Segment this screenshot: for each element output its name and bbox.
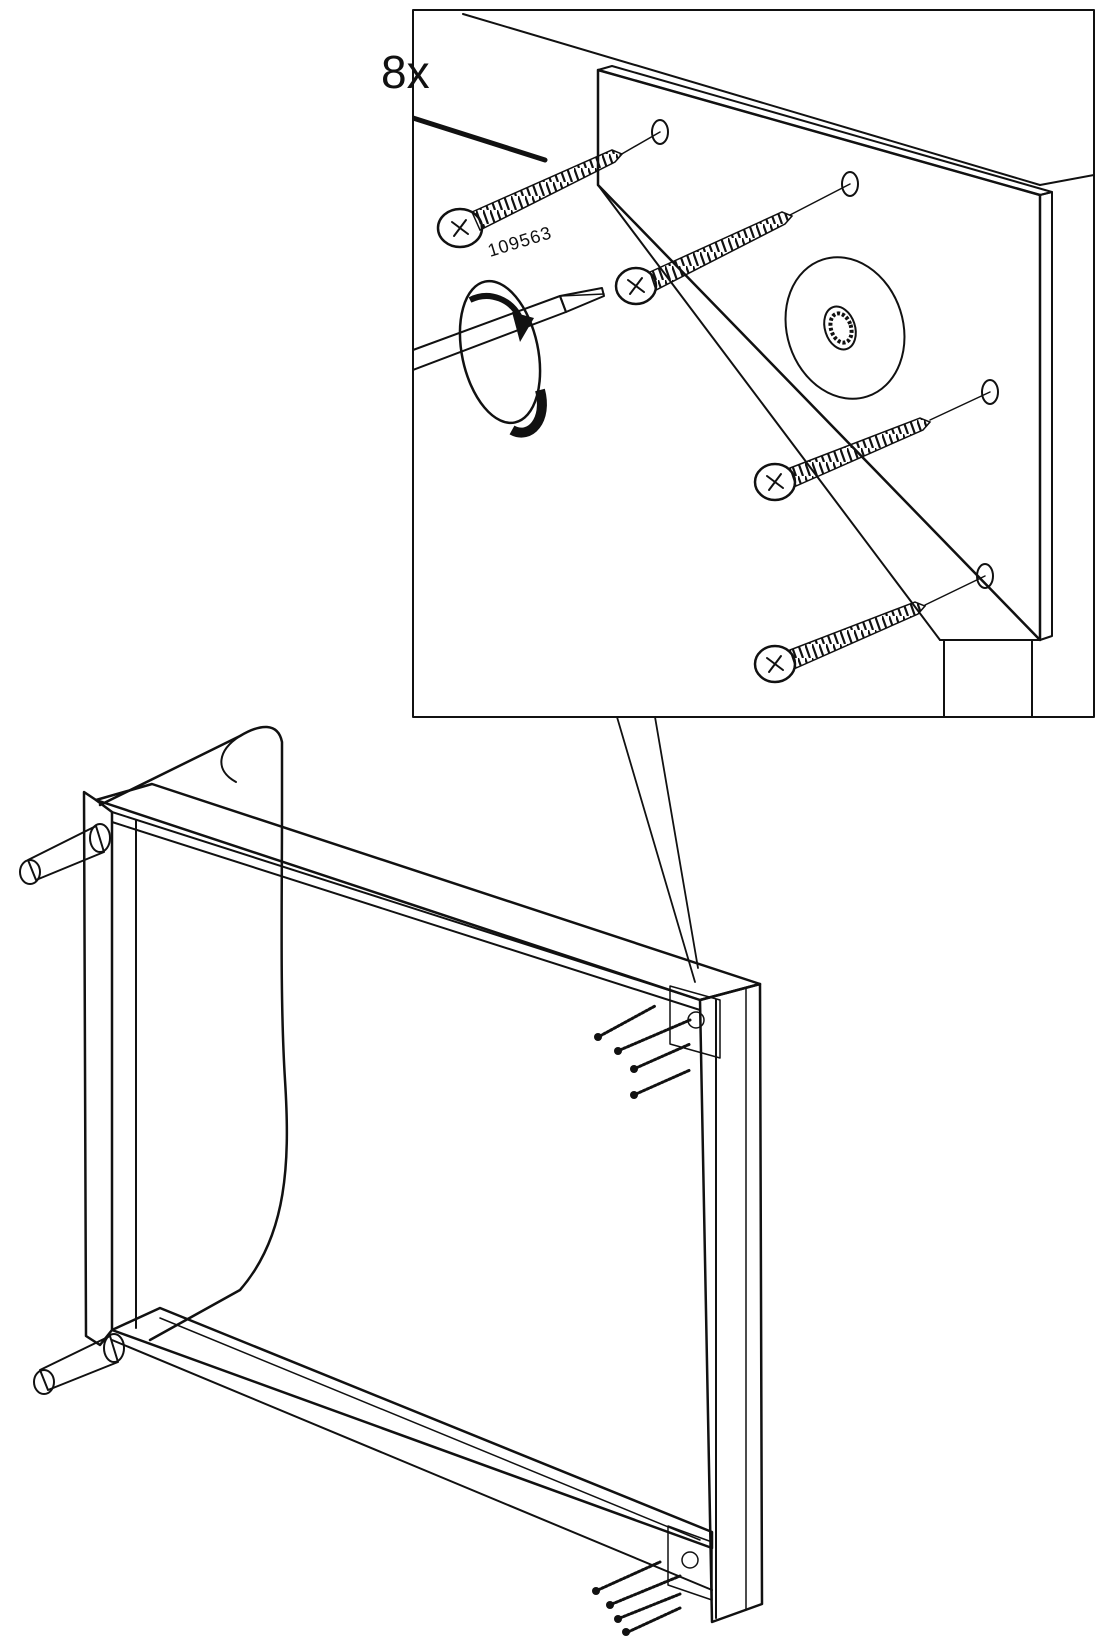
callout-pointer (616, 716, 699, 983)
dowel-leg-bottom (33, 1333, 125, 1395)
screw-holes (651, 119, 999, 589)
dowel-leg-top (19, 823, 111, 885)
screw-109563 (436, 149, 624, 249)
part-number-label: 109563 (485, 222, 554, 260)
screws-bottom-cluster (592, 1560, 682, 1636)
screwdriver-icon (413, 287, 605, 371)
rotate-clockwise-arrow-icon (458, 279, 547, 438)
screw-4 (753, 601, 927, 684)
detail-callout-frame (412, 9, 1095, 718)
screw-guide-lines (619, 131, 991, 606)
screws-top-cluster (594, 1004, 692, 1099)
mounting-plate (596, 65, 1053, 642)
back-panel-curve (98, 725, 289, 1342)
screw-3 (753, 417, 932, 502)
quantity-label: 8x (381, 46, 430, 98)
screw-2 (614, 211, 794, 306)
cabinet-edge-lines (413, 13, 1094, 717)
threaded-insert (784, 256, 906, 400)
bed-frame (82, 782, 764, 1624)
